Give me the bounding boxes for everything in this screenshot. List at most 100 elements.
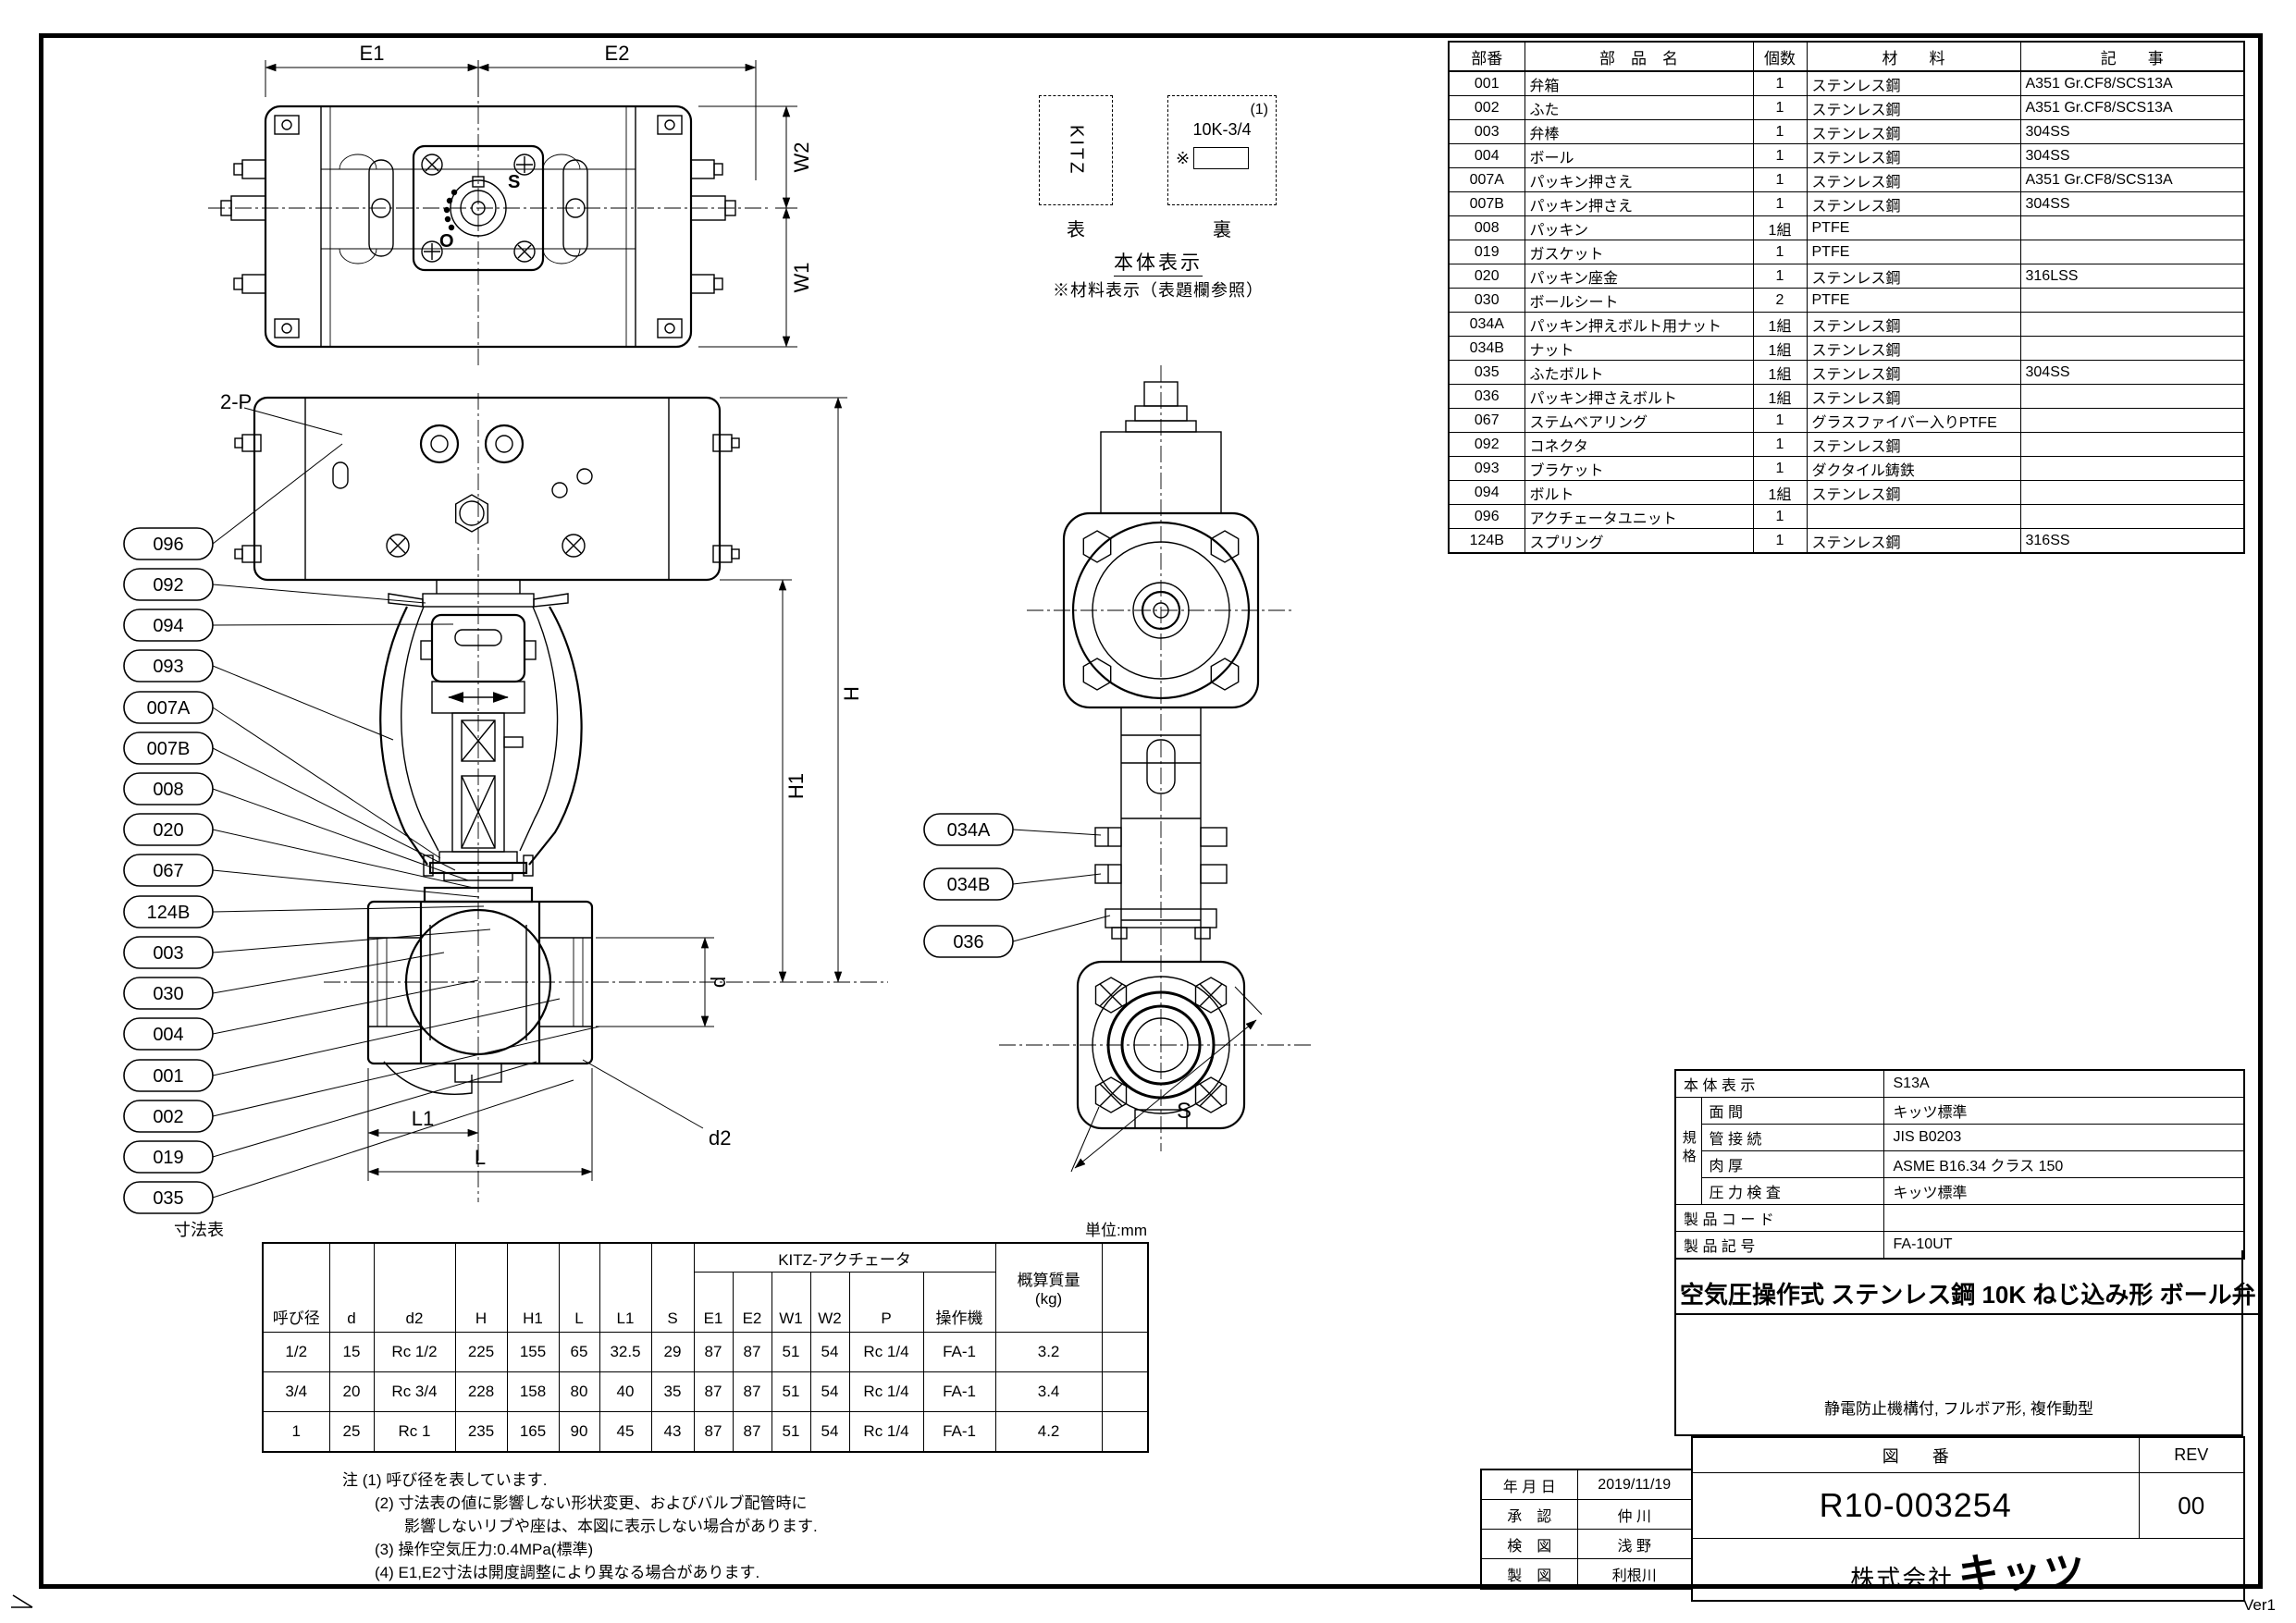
callout-020: 020 <box>153 820 183 841</box>
drawing-title-area: 空気圧操作式 ステンレス鋼 10K ねじ込み形 ボール弁 静電防止機構付, フル… <box>1674 1250 2260 1436</box>
callout-003: 003 <box>153 943 183 964</box>
position-indicator <box>412 144 545 272</box>
marking-title: 本体表示 <box>1018 248 1299 277</box>
callout-096: 096 <box>153 535 183 555</box>
dim-label-w2: W2 <box>790 142 813 173</box>
table-row: 規格面 間キッツ標準 <box>1674 1097 2245 1205</box>
side-view-drawing: S 034A 034B 036 <box>923 365 1314 1173</box>
callout-030: 030 <box>153 984 183 1004</box>
callout-035: 035 <box>153 1188 183 1209</box>
valve-body-outline <box>366 900 594 1095</box>
callout-094: 094 <box>153 616 183 636</box>
callout-labels-front: 096 092 094 093 007A 007B 008 020 067 12… <box>147 535 191 1209</box>
dim-table-title: 寸法表 <box>174 1221 224 1239</box>
dim-label-e2: E2 <box>605 42 630 65</box>
company-cell: 株式会社 キッツ <box>1691 1538 2245 1602</box>
marking-back-caption: 裏 <box>1213 220 1231 240</box>
col-header-material: 材 料 <box>1806 41 2021 72</box>
actuator-plan-outline <box>220 105 736 349</box>
zuban-label: 図 番 <box>1691 1436 2140 1473</box>
table-row: 製 図利根川 <box>1480 1558 1693 1590</box>
sheet-corner-mark <box>11 1594 33 1608</box>
spec-group-label: 規格 <box>1674 1097 1702 1205</box>
marking-material-box <box>1193 147 1250 169</box>
drawing-title: 空気圧操作式 ステンレス鋼 10K ねじ込み形 ボール弁 <box>1676 1281 2260 1315</box>
dimension-w1-w2 <box>698 105 797 348</box>
drawing-subtitle: 静電防止機構付, フルボア形, 複作動型 <box>1824 1400 2093 1418</box>
callout-balloons-side <box>923 813 1111 958</box>
weight-header-unit: (kg) <box>1034 1290 1063 1308</box>
col-header-qty: 個数 <box>1752 41 1808 72</box>
parts-table-header: 部番 部 品 名 個数 材 料 記 事 <box>1448 41 2245 72</box>
weight-header-text: 概算質量 <box>1017 1272 1080 1289</box>
marking-back-line2: 10K-3/4 <box>1192 120 1252 139</box>
company-prefix: 株式会社 <box>1850 1565 1955 1592</box>
callout-004: 004 <box>153 1025 183 1045</box>
dim-label-d: d <box>707 977 730 988</box>
callout-balloons-front <box>123 443 600 1214</box>
dimension-s <box>1070 986 1263 1173</box>
actuator-front-outline <box>234 396 740 582</box>
callout-labels-side: 034A 034B 036 <box>947 820 991 953</box>
col-header-no: 部番 <box>1448 41 1525 72</box>
dim-label-s: S <box>1177 1099 1191 1124</box>
indicator-s-mark: S <box>508 172 520 192</box>
weight-header: 概算質量(kg) <box>994 1242 1103 1333</box>
marking-front-caption: 表 <box>1067 220 1085 240</box>
col-header-name: 部 品 名 <box>1524 41 1754 72</box>
marking-note: ※材料表示（表題欄参照） <box>1053 281 1264 300</box>
callout-007A: 007A <box>147 698 191 719</box>
drawing-number-block: 図 番 REV R10-003254 00 株式会社 キッツ <box>1691 1436 2245 1602</box>
version-label: Ver1 <box>2243 1596 2276 1614</box>
note-1: 注 (1) 呼び径を表しています. <box>342 1471 548 1489</box>
indicator-o-mark: O <box>439 231 454 252</box>
top-view-drawing: E1 E2 W2 W1 S O <box>208 42 813 367</box>
callout-034B: 034B <box>947 875 991 895</box>
callout-036: 036 <box>953 932 983 953</box>
note-4: (4) E1,E2寸法は開度調整により異なる場合があります. <box>375 1564 760 1581</box>
marking-back-box: (1) 10K-3/4 ※ <box>1167 95 1277 205</box>
actuator-group-header: KITZ-アクチェータ <box>693 1242 996 1273</box>
table-row: 図 番 REV <box>1691 1436 2245 1473</box>
front-view-drawing: 2-P H H1 d d2 L1 L 096 092 094 093 007A … <box>123 390 888 1214</box>
col-header-remarks: 記 事 <box>2019 41 2245 72</box>
callout-067: 067 <box>153 861 183 881</box>
dim-label-l: L <box>475 1146 486 1169</box>
marking-title-text: 本体表示 <box>1114 252 1203 277</box>
dim-label-w1: W1 <box>790 263 813 293</box>
callout-002: 002 <box>153 1107 183 1127</box>
callout-092: 092 <box>153 575 183 596</box>
dim-header-row-2: E1 E2 W1 W2 P 操作機 <box>263 1272 1148 1333</box>
note-2-continued: 影響しないリブや座は、本図に表示しない場合があります. <box>404 1518 818 1535</box>
dim-table-unit: 単位:mm <box>1084 1222 1147 1239</box>
bracket-side-outline <box>1094 707 1228 963</box>
dimension-e1-e2 <box>265 60 757 180</box>
drawing-number: R10-003254 <box>1691 1472 2140 1539</box>
note-2: (2) 寸法表の値に影響しない形状変更、およびバルブ配管時に <box>375 1494 808 1512</box>
marking-front-box: KITZ <box>1039 95 1113 205</box>
callout-124B: 124B <box>147 903 191 923</box>
dim-label-h1: H1 <box>784 773 808 799</box>
table-row: 株式会社 キッツ <box>1691 1538 2245 1602</box>
dimension-table: 呼び径 d d2 H H1 L L1 S KITZ-アクチェータ 概算質量(kg… <box>262 1242 1150 1453</box>
dim-label-e1: E1 <box>360 42 385 65</box>
table-row: R10-003254 00 <box>1691 1472 2245 1539</box>
spec-group-text: 規格 <box>1680 1130 1697 1167</box>
